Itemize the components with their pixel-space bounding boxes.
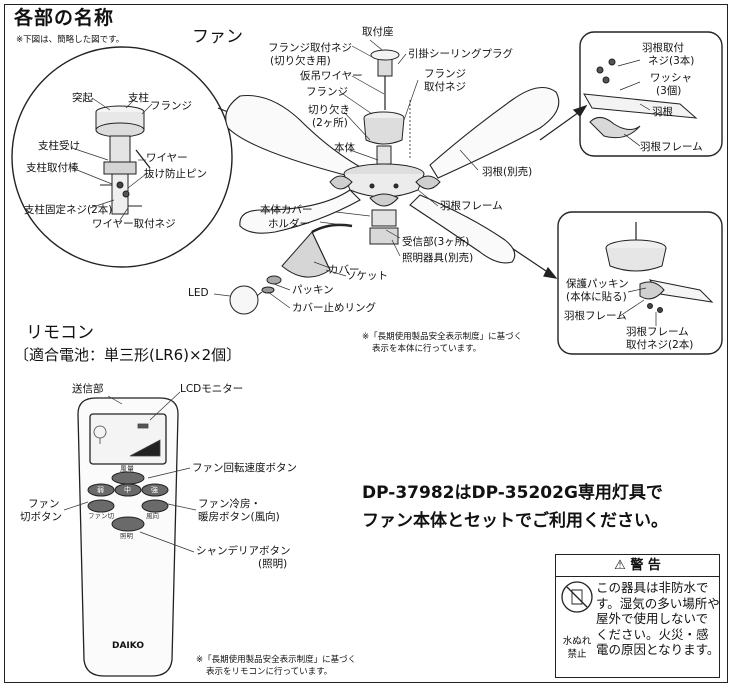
remote-btn-low[interactable]: 弱 xyxy=(97,486,104,494)
label-chandelier: シャンデリアボタン xyxy=(196,545,291,557)
frame-detail-drawing xyxy=(605,222,714,326)
light-assembly xyxy=(229,223,353,315)
label-wire: ワイヤー xyxy=(146,152,188,164)
warning-heading: ⚠ 警 告 xyxy=(556,555,719,577)
page-note: ※下図は、簡略した図です。 xyxy=(16,35,125,45)
label-post-screw: 支柱固定ネジ(2本) xyxy=(24,204,113,216)
warning-side-1: 水ぬれ xyxy=(562,636,592,647)
label-flange-mount-screw-2: 取付ネジ xyxy=(424,81,466,93)
remote-btn-high[interactable]: 強 xyxy=(151,486,158,494)
remote-leaders xyxy=(63,391,197,553)
left-detail-leaders xyxy=(71,97,153,221)
remote-section-label: リモコン xyxy=(26,323,94,343)
label-post-holder: 支柱受け xyxy=(38,140,80,152)
label-bump: 突起 xyxy=(72,92,93,104)
notice-line-1: DP-37982はDP-35202G専用灯具で xyxy=(362,483,663,503)
label-protect-packing: 保護パッキン xyxy=(566,278,629,290)
label-left-flange: フランジ xyxy=(150,100,192,112)
label-speed-button: ファン回転速度ボタン xyxy=(192,462,297,474)
remote-btn-speed-label: 風量 xyxy=(120,465,134,473)
fan-body xyxy=(329,49,441,245)
safety-note-bottom-2: 表示をリモコンに行っています。 xyxy=(206,667,333,677)
page-title: 各部の名称 xyxy=(14,7,115,29)
label-cool-warm-2: 暖房ボタン(風向) xyxy=(198,511,280,523)
detail-box-right-top xyxy=(579,31,723,157)
remote-btn-off[interactable]: ファン切 xyxy=(88,512,114,520)
label-notch-count: (2ヶ所) xyxy=(312,117,348,129)
safety-note-top-1: ※「長期使用製品安全表示制度」に基づく xyxy=(362,332,523,342)
label-socket: ソケット xyxy=(346,270,388,282)
label-blade-screw: 羽根取付 xyxy=(642,42,684,54)
warning-box: ⚠ 警 告 水ぬれ 禁止 この器具は非防水です。湿気の多い場所や屋外で使用しない… xyxy=(555,554,720,678)
fan-section-label: ファン xyxy=(192,27,243,47)
label-body: 本体 xyxy=(334,142,355,154)
remote-btn-mid[interactable]: 中 xyxy=(124,486,131,494)
label-washer: ワッシャ xyxy=(650,72,692,84)
blade-detail-drawing xyxy=(583,58,698,147)
label-led: LED xyxy=(188,287,209,299)
label-cover: カバー xyxy=(328,264,360,276)
label-notch: 切り欠き xyxy=(308,104,350,116)
fan-blades xyxy=(225,86,560,264)
label-light-fixture: 照明器具(別売) xyxy=(402,252,474,264)
label-flange-mount-screw: フランジ xyxy=(424,68,466,80)
warning-text: この器具は非防水です。湿気の多い場所や屋外で使用しないでください。火災・感電の原… xyxy=(596,580,720,657)
label-frame-screw-2: 取付ネジ(2本) xyxy=(626,339,694,351)
label-protect-packing-sub: (本体に貼る) xyxy=(566,291,627,303)
label-blade: 羽根(別売) xyxy=(482,166,533,178)
label-flange-screw-sub: (切り欠き用) xyxy=(270,55,331,67)
label-cool-warm: ファン冷房・ xyxy=(198,498,261,510)
no-water-icon xyxy=(561,581,593,613)
safety-note-top-2: 表示を本体に行っています。 xyxy=(372,344,482,354)
label-blade-frame-detail: 羽根フレーム xyxy=(640,141,703,153)
safety-note-bottom-1: ※「長期使用製品安全表示制度」に基づく xyxy=(196,655,357,665)
remote-battery: 〔適合電池：単三形(LR6)×2個〕 xyxy=(14,346,242,364)
detail-box-right-mid xyxy=(557,211,723,355)
label-temp-wire: 仮吊ワイヤー xyxy=(300,70,363,82)
remote-lcd-graphics xyxy=(93,423,161,457)
label-anti-pin: 抜け防止ピン xyxy=(144,168,207,180)
notice-line-2: ファン本体とセットでご利用ください。 xyxy=(362,511,668,531)
label-blade-screw-2: ネジ(3本) xyxy=(648,55,695,67)
remote-buttons xyxy=(87,471,169,532)
label-ceiling-plug: 引掛シーリングプラグ xyxy=(408,48,513,60)
label-mount-base: 取付座 xyxy=(362,26,394,38)
label-chandelier-2: (照明) xyxy=(258,558,288,570)
remote-brand: DAIKO xyxy=(112,641,145,651)
fan-leaders xyxy=(213,39,479,309)
label-blade-frame: 羽根フレーム xyxy=(440,200,503,212)
detail-circle-left xyxy=(11,46,233,268)
label-body-cover: 本体カバー xyxy=(260,204,313,216)
label-receiver: 受信部(3ヶ所) xyxy=(402,236,470,248)
flange-drawing-left xyxy=(95,105,151,215)
remote-btn-light[interactable]: 照明 xyxy=(120,532,133,540)
label-wire-screw: ワイヤー取付ネジ xyxy=(92,218,176,230)
label-flange: フランジ xyxy=(306,86,348,98)
label-transmitter: 送信部 xyxy=(72,383,104,395)
remote-btn-dir[interactable]: 風向 xyxy=(146,512,159,520)
label-holder: ホルダー xyxy=(268,218,310,230)
label-lcd: LCDモニター xyxy=(180,383,244,395)
label-fan-off: ファン xyxy=(28,498,60,510)
warning-side-label: 水ぬれ 禁止 xyxy=(559,635,595,661)
label-washer-count: (3個) xyxy=(656,85,682,97)
label-frame-screw: 羽根フレーム xyxy=(626,326,689,338)
label-packing: パッキン xyxy=(292,284,334,296)
label-flange-screw: フランジ取付ネジ xyxy=(268,42,352,54)
outer-frame xyxy=(4,4,728,683)
label-post-rod: 支柱取付棒 xyxy=(26,162,79,174)
warning-side-2: 禁止 xyxy=(567,649,587,660)
label-fan-off-2: 切ボタン xyxy=(20,511,62,523)
label-blade-detail: 羽根 xyxy=(652,106,673,118)
label-cover-ring: カバー止めリング xyxy=(292,302,376,314)
label-post: 支柱 xyxy=(128,92,149,104)
label-mid-blade-frame: 羽根フレーム xyxy=(564,310,627,322)
